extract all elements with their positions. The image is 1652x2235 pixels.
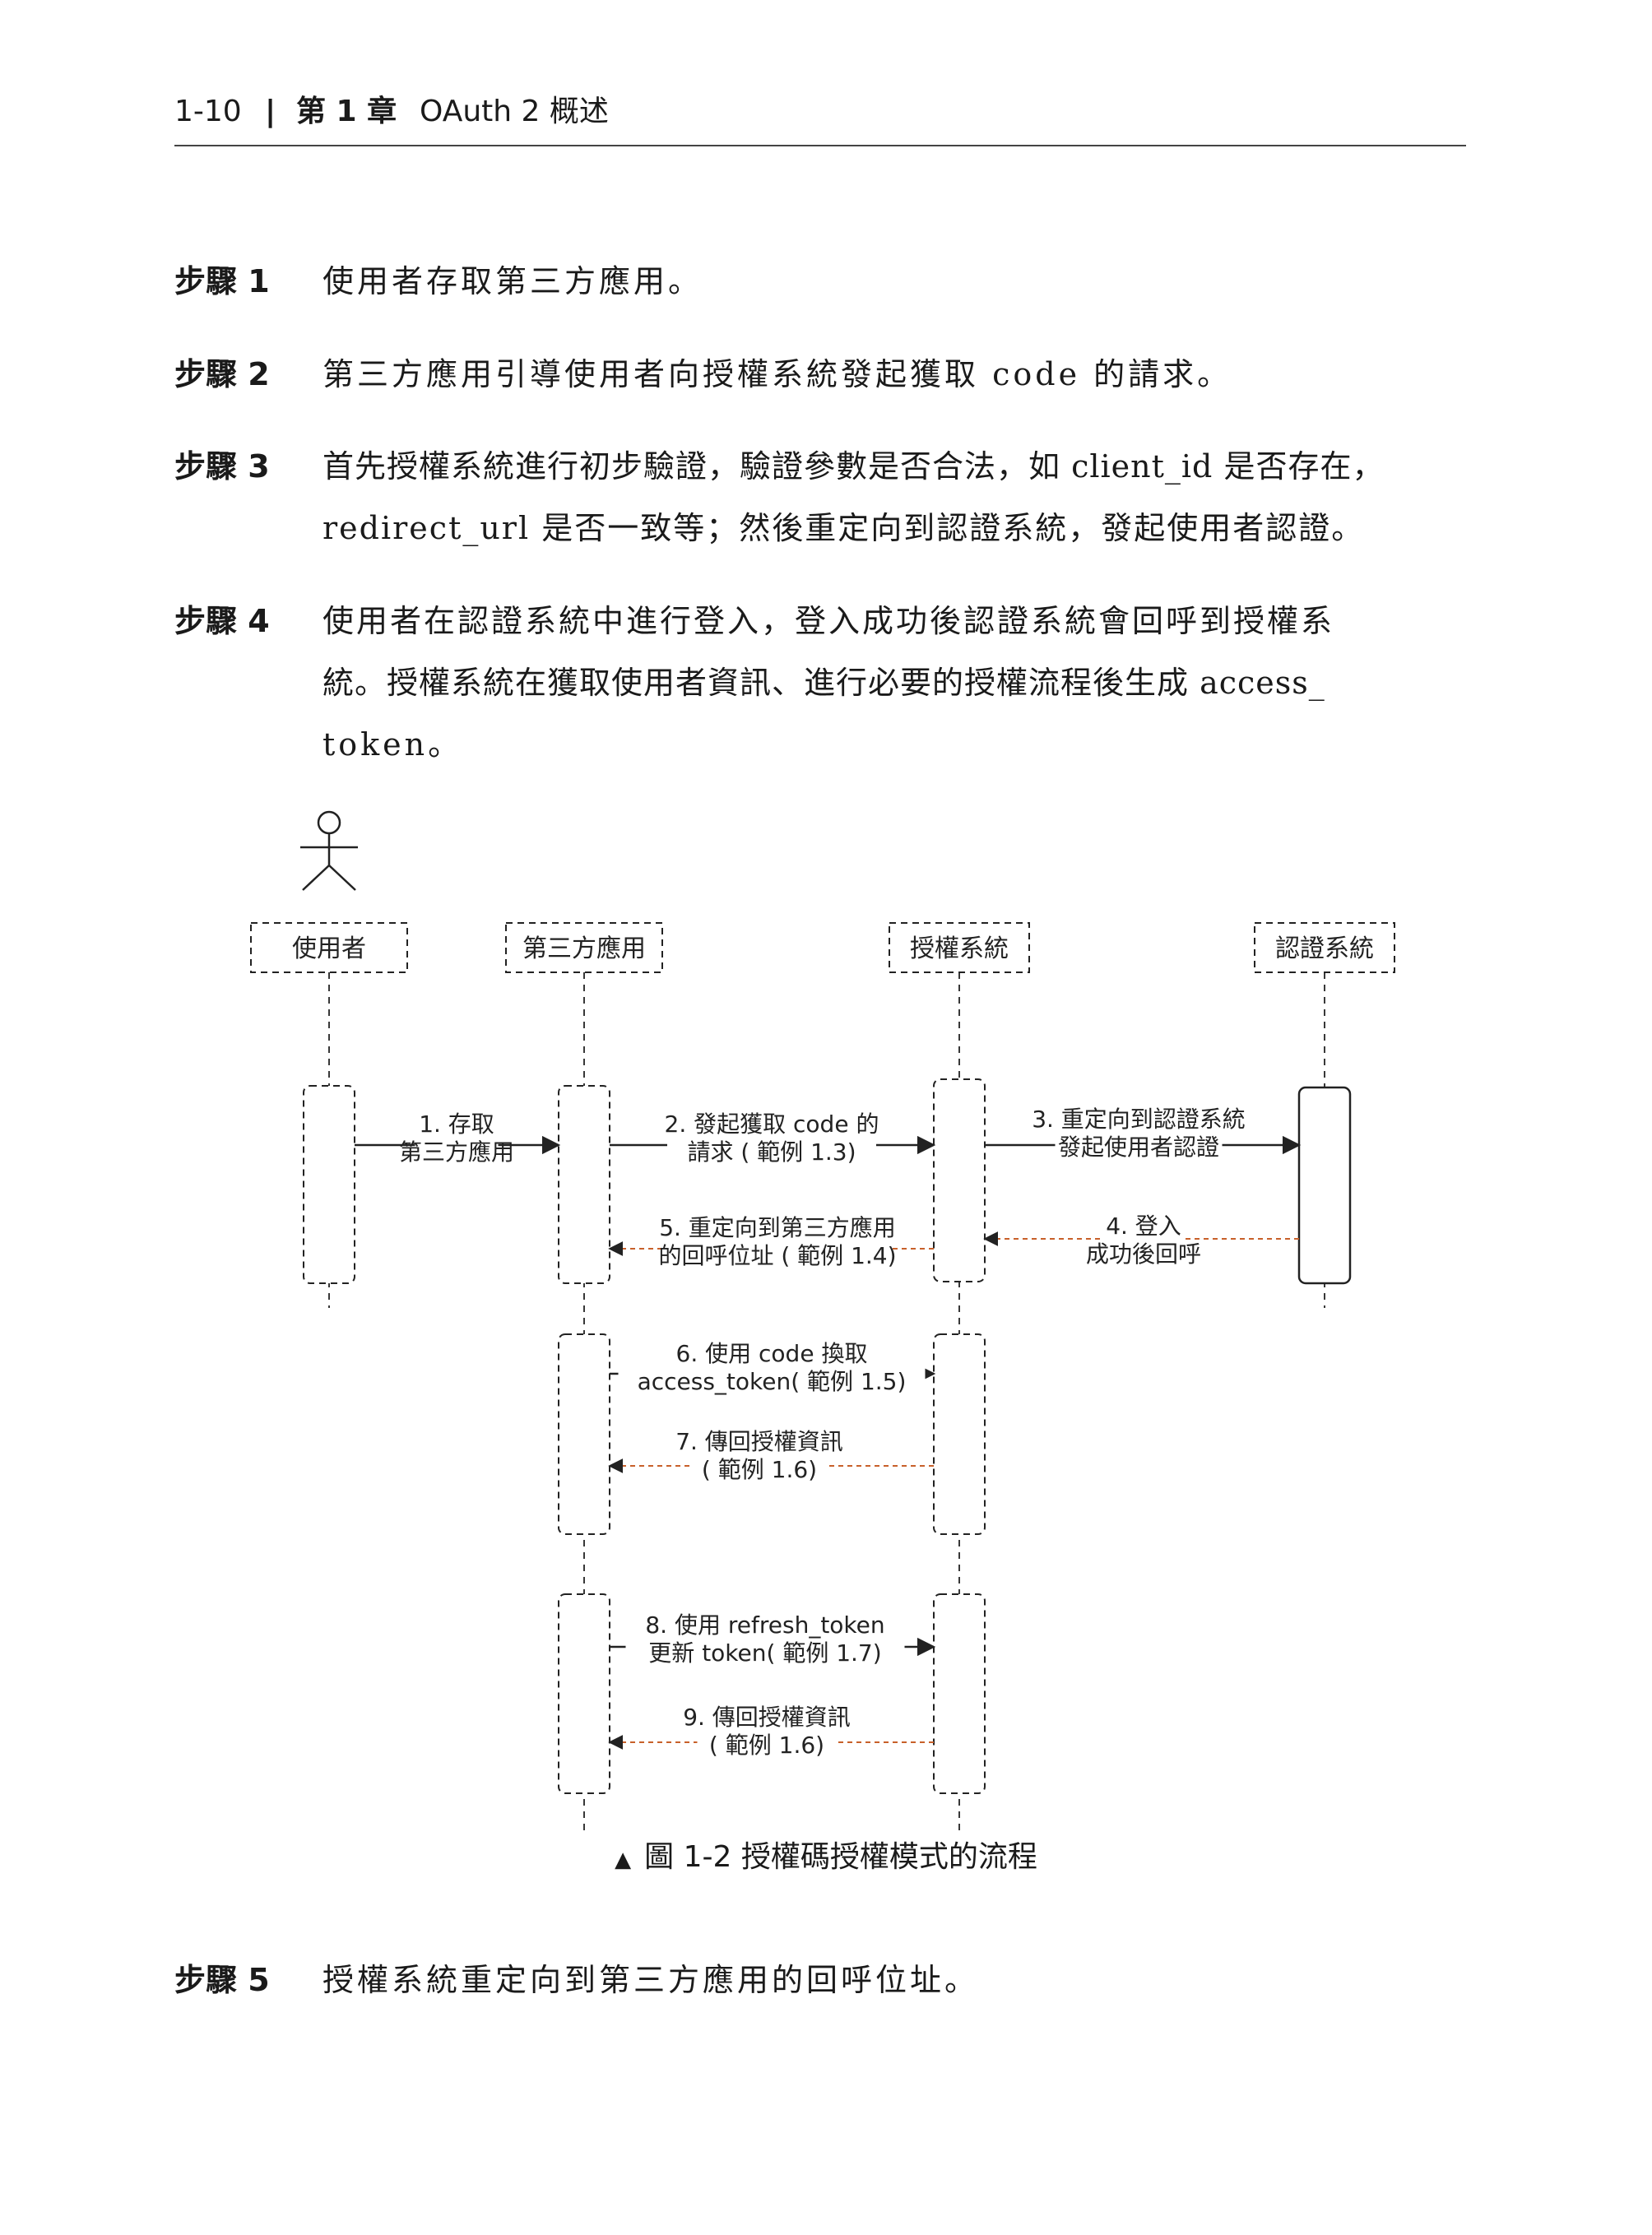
actor-leg — [302, 865, 330, 891]
step-line: token。 — [323, 726, 463, 763]
page-number: 1-10 — [174, 95, 242, 128]
participant-label: 第三方應用 — [522, 934, 646, 963]
message-label-bg — [666, 1213, 889, 1272]
activation-bar — [558, 1085, 610, 1284]
activation-bar — [933, 1593, 986, 1794]
actor-leg — [328, 865, 356, 891]
message-label: 第三方應用 — [399, 1138, 514, 1166]
step-label: 步驟 5 — [174, 1962, 270, 1998]
message-label-bg — [415, 1109, 499, 1168]
step-line: 第三方應用引導使用者向授權系統發起獲取 code 的請求。 — [323, 356, 1232, 392]
actor-head — [317, 810, 341, 835]
chapter-label: 第 1 章 — [296, 95, 397, 128]
message-label: 7. 傳回授權資訊 — [675, 1428, 843, 1455]
step-5: 步驟 5 授權系統重定向到第三方應用的回呼位址。 — [174, 1950, 1474, 2011]
message-label: 4. 登入 — [1106, 1213, 1181, 1240]
message-label: 請求 ( 範例 1.3) — [687, 1138, 856, 1166]
step-line: 統。授權系統在獲取使用者資訊、進行必要的授權流程後生成 access_ — [323, 665, 1325, 701]
activation-bar — [1297, 1086, 1352, 1285]
message-label: 發起使用者認證 — [1058, 1134, 1219, 1161]
step-line: 使用者存取第三方應用。 — [323, 263, 703, 299]
header-separator: | — [265, 95, 276, 128]
message-label: ( 範例 1.6) — [709, 1732, 824, 1759]
message-label: 5. 重定向到第三方應用 — [659, 1214, 896, 1241]
figure-caption: ▲ 圖 1-2 授權碼授權模式的流程 — [0, 1833, 1652, 1876]
activation-bar — [933, 1078, 986, 1282]
message-label: 2. 發起獲取 code 的 — [665, 1111, 879, 1138]
message-label-bg — [1102, 1211, 1186, 1270]
step-label: 步驟 1 — [174, 263, 270, 299]
step-line: redirect_url 是否一致等；然後重定向到認證系統，發起使用者認證。 — [323, 510, 1365, 546]
message-label-bg — [625, 1610, 905, 1669]
message-label: 6. 使用 code 換取 — [676, 1340, 868, 1367]
activation-bar — [303, 1085, 355, 1284]
step-1: 步驟 1 使用者存取第三方應用。 — [174, 251, 1474, 313]
step-label: 步驟 4 — [174, 603, 270, 639]
message-label: 3. 重定向到認證系統 — [1032, 1106, 1246, 1133]
message-label-bg — [689, 1426, 829, 1486]
activation-bar — [558, 1333, 610, 1535]
step-line: 授權系統重定向到第三方應用的回呼位址。 — [323, 1962, 980, 1998]
participant-label: 認證系統 — [1275, 934, 1374, 963]
message-label: 的回呼位址 ( 範例 1.4) — [658, 1242, 896, 1269]
step-text: 首先授權系統進行初步驗證，驗證參數是否合法，如 client_id 是否存在， … — [323, 436, 1474, 559]
message-label: 9. 傳回授權資訊 — [683, 1704, 851, 1731]
message-label: ( 範例 1.6) — [702, 1456, 817, 1483]
caption-marker: ▲ — [615, 1848, 632, 1872]
message-label-bg — [697, 1702, 837, 1761]
step-label: 步驟 3 — [174, 448, 270, 485]
step-line: 使用者在認證系統中進行登入，登入成功後認證系統會回呼到授權系 — [323, 603, 1335, 639]
chapter-title: OAuth 2 概述 — [420, 95, 609, 128]
step-label: 步驟 2 — [174, 356, 270, 392]
participant-box — [1254, 922, 1395, 973]
participant-box — [250, 922, 408, 973]
step-text: 第三方應用引導使用者向授權系統發起獲取 code 的請求。 — [323, 344, 1474, 406]
caption-text: 圖 1-2 授權碼授權模式的流程 — [644, 1840, 1037, 1874]
message-label-bg — [618, 1338, 926, 1398]
step-4: 步驟 4 使用者在認證系統中進行登入，登入成功後認證系統會回呼到授權系 統。授權… — [174, 591, 1474, 776]
step-text: 使用者在認證系統中進行登入，登入成功後認證系統會回呼到授權系 統。授權系統在獲取… — [323, 591, 1474, 776]
activation-bar — [933, 1333, 986, 1535]
message-label: 8. 使用 refresh_token — [645, 1611, 884, 1639]
page-header: 1-10 | 第 1 章 OAuth 2 概述 — [174, 92, 1466, 146]
participant-label: 使用者 — [292, 934, 366, 963]
step-3: 步驟 3 首先授權系統進行初步驗證，驗證參數是否合法，如 client_id 是… — [174, 436, 1474, 559]
message-label: 更新 token( 範例 1.7) — [648, 1639, 881, 1667]
participant-box — [505, 922, 663, 973]
message-label-bg — [667, 1109, 876, 1168]
message-label-bg — [1055, 1104, 1223, 1163]
participant-label: 授權系統 — [910, 934, 1009, 963]
step-line: 首先授權系統進行初步驗證，驗證參數是否合法，如 client_id 是否存在， — [323, 448, 1385, 485]
step-2: 步驟 2 第三方應用引導使用者向授權系統發起獲取 code 的請求。 — [174, 344, 1474, 406]
step-text: 授權系統重定向到第三方應用的回呼位址。 — [323, 1950, 1474, 2011]
message-label: 成功後回呼 — [1086, 1240, 1201, 1268]
activation-bar — [558, 1593, 610, 1794]
message-label: 1. 存取 — [419, 1111, 494, 1138]
step-text: 使用者存取第三方應用。 — [323, 251, 1474, 313]
message-label: access_token( 範例 1.5) — [638, 1368, 907, 1395]
